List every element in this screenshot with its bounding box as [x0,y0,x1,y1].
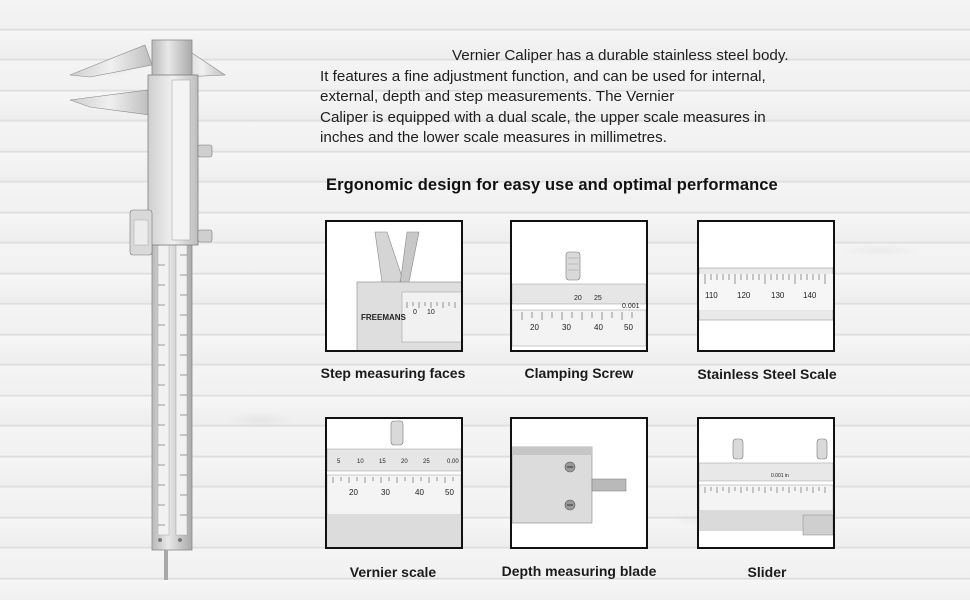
lower-scale-30: 30 [562,323,571,332]
upper-scale-20: 20 [574,295,582,302]
lower-scale-20: 20 [530,323,539,332]
main-40: 40 [415,488,424,497]
caption-steel-scale: Stainless Steel Scale [697,366,837,382]
description-line-2: It features a fine adjustment function, … [320,67,766,85]
feature-tile-step-faces: FREEMANS 0 10 [325,220,463,352]
slider-closeup-icon: 0.001 in [699,438,833,536]
vernier-10: 10 [357,459,364,465]
feature-tile-clamping-screw: 20 25 0.001 20 30 40 50 [510,220,648,352]
feature-tile-depth-blade [510,417,648,549]
vernier-20: 20 [401,459,408,465]
vernier-25: 25 [423,459,430,465]
scale-130: 130 [771,291,785,300]
vernier-5: 5 [337,459,341,465]
feature-tile-steel-scale: 110 120 130 140 [697,220,835,352]
vernier-15: 15 [379,459,386,465]
feature-tile-slider: 0.001 in [697,417,835,549]
caption-vernier-scale: Vernier scale [349,564,437,580]
feature-tile-vernier-scale: 5 10 15 20 25 0.00 20 30 40 50 [325,417,463,549]
description-line-5: inches and the lower scale measures in m… [320,129,667,146]
feature-headline: Ergonomic design for easy use and optima… [326,176,778,194]
lower-scale-50: 50 [624,323,633,332]
slider-resolution: 0.001 in [771,473,789,479]
vernier-resolution: 0.00 [447,459,459,465]
scale-140: 140 [803,291,817,300]
main-30: 30 [381,488,390,497]
scale-label-10: 10 [427,309,435,316]
description-line-3: external, depth and step measurements. T… [320,88,675,105]
caption-slider: Slider [747,564,787,580]
clamping-screw-closeup-icon: 20 25 0.001 20 30 40 50 [512,251,646,347]
steel-scale-closeup-icon: 110 120 130 140 [699,267,833,321]
main-20: 20 [349,488,358,497]
resolution-label: 0.001 [622,303,640,310]
product-description: Vernier Caliper has a durable stainless … [320,46,860,149]
upper-scale-25: 25 [594,295,602,302]
brand-label: FREEMANS [361,313,407,322]
step-faces-closeup-icon: FREEMANS 0 10 [356,231,461,350]
vernier-scale-closeup-icon: 5 10 15 20 25 0.00 20 30 40 50 [327,420,461,547]
caption-step-faces: Step measuring faces [320,365,466,381]
scale-120: 120 [737,291,751,300]
scale-110: 110 [705,291,718,300]
description-line-1: Vernier Caliper has a durable stainless … [452,47,789,64]
scale-label-0: 0 [413,309,417,316]
description-line-4: Caliper is equipped with a dual scale, t… [320,108,766,126]
caliper-image [60,35,240,595]
caption-clamping-screw: Clamping Screw [524,365,634,381]
vernier-caliper-icon [69,39,226,580]
main-50: 50 [445,488,454,497]
depth-blade-closeup-icon [512,446,627,524]
lower-scale-40: 40 [594,323,603,332]
caption-depth-blade: Depth measuring blade [501,563,657,579]
